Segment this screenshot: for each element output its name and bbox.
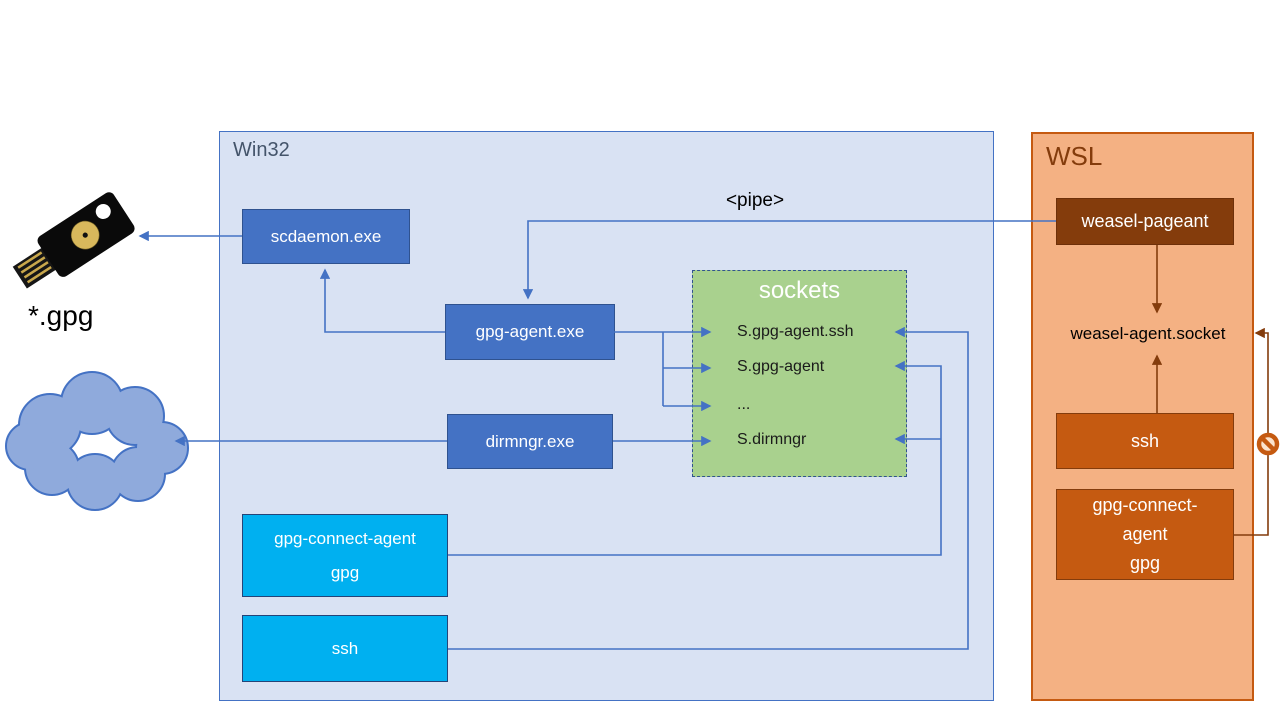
gpg-connect-agent-win32-line1: gpg-connect-agent: [274, 528, 416, 548]
sockets-title: sockets: [758, 277, 841, 304]
socket-item-gpg-agent: S.gpg-agent: [737, 358, 825, 375]
cloud-line-ocsp: OCSP: [45, 2, 95, 21]
gpg-connect-agent-wsl-node: gpg-connect- agent gpg: [1056, 489, 1234, 580]
gpg-connect-agent-win32-line2: gpg: [330, 562, 360, 582]
ssh-wsl-label: ssh: [1130, 430, 1159, 451]
socket-item-dirmngr: S.dirmngr: [737, 431, 807, 448]
weasel-agent-socket-label: weasel-agent.socket: [1070, 324, 1226, 343]
ssh-wsl-node: ssh: [1056, 413, 1234, 469]
weasel-pageant-node: weasel-pageant: [1056, 198, 1234, 245]
gpg-connect-agent-wsl-line3: gpg: [1129, 553, 1161, 573]
wsl-title: WSL: [1046, 141, 1103, 171]
no-entry-icon: [1256, 432, 1280, 456]
gpg-connect-agent-win32-node: gpg-connect-agent gpg: [242, 514, 448, 597]
dirmngr-node: dirmngr.exe: [447, 414, 613, 469]
security-key-icon: [12, 192, 135, 289]
gpg-agent-label: gpg-agent.exe: [475, 322, 585, 341]
gpg-connect-agent-wsl-line1: gpg-connect-: [1092, 495, 1198, 515]
gpg-agent-node: gpg-agent.exe: [445, 304, 615, 360]
cloud-line-keyservers: Keyservers: [27, 48, 113, 67]
gpg-connect-agent-wsl-line2: agent: [1122, 524, 1168, 544]
weasel-pageant-label: weasel-pageant: [1081, 211, 1209, 231]
ssh-win32-node: ssh: [242, 615, 448, 682]
cloud-line-x509: X.509: [47, 25, 93, 44]
sockets-group: sockets S.gpg-agent.ssh S.gpg-agent ... …: [692, 270, 907, 477]
keyservers-cloud: [5, 371, 189, 511]
keyservers-cloud-label: OCSP X.509 Keyservers: [0, 0, 140, 69]
ssh-win32-label: ssh: [331, 638, 359, 658]
win32-title: Win32: [233, 139, 290, 161]
gpg-files-label: *.gpg: [28, 300, 94, 331]
pipe-label: <pipe>: [725, 190, 785, 211]
socket-item-gpg-agent-ssh: S.gpg-agent.ssh: [737, 323, 854, 340]
scdaemon-label: scdaemon.exe: [270, 226, 382, 246]
socket-item-ellipsis: ...: [737, 396, 751, 413]
scdaemon-node: scdaemon.exe: [242, 209, 410, 264]
dirmngr-label: dirmngr.exe: [485, 431, 575, 451]
